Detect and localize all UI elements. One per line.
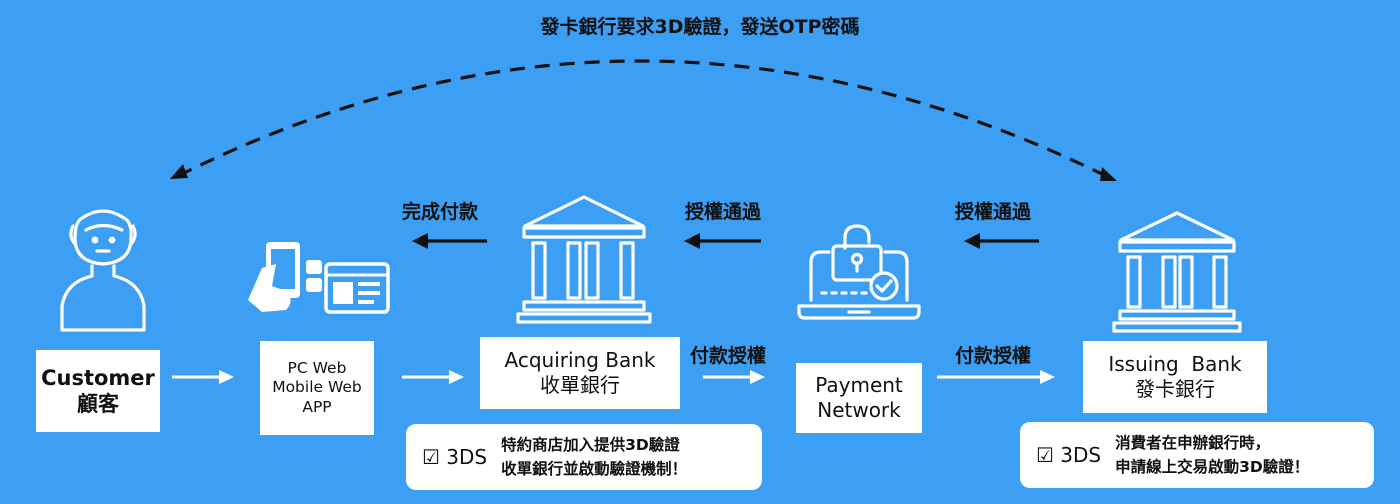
issuing-bank-label-zh: 發卡銀行 [1135, 377, 1215, 401]
secure-laptop-icon [797, 224, 921, 320]
otp-label: 發卡銀行要求3D驗證，發送OTP密碼 [540, 16, 860, 38]
issuing-3ds-note: ☑ 3DS 消費者在申辦銀行時， 申請線上交易啟動3D驗證！ [1020, 422, 1374, 488]
issuing-3ds-tag: ☑ 3DS [1036, 443, 1102, 467]
acquiring-bank-icon [516, 195, 652, 324]
issuing-bank-node: Issuing Bank 發卡銀行 [1083, 341, 1267, 413]
payment-auth-label-2: 付款授權 [955, 345, 1032, 367]
otp-dashed-arc [177, 59, 1111, 180]
arrow-auth-passed-2 [964, 233, 1039, 249]
acquiring-note-line2: 收單銀行並啟動驗證機制！ [501, 460, 688, 478]
customer-label-zh: 顧客 [77, 392, 119, 416]
auth-passed-label-1: 授權通過 [685, 201, 762, 223]
channel-app: APP [302, 397, 332, 416]
issuing-bank-icon [1112, 211, 1242, 333]
issuing-note-line2: 申請線上交易啟動3D驗證！ [1115, 458, 1310, 476]
channel-pc-web: PC Web [287, 358, 347, 377]
complete-payment-label: 完成付款 [402, 201, 479, 223]
channel-mobile-web: Mobile Web [272, 378, 362, 397]
auth-passed-label-2: 授權通過 [955, 201, 1032, 223]
acquiring-bank-label-zh: 收單銀行 [540, 373, 620, 397]
payment-network-node: Payment Network [796, 363, 922, 433]
customer-label-en: Customer [41, 365, 155, 390]
acquiring-3ds-note: ☑ 3DS 特約商店加入提供3D驗證 收單銀行並啟動驗證機制！ [406, 424, 762, 490]
customer-node: Customer 顧客 [36, 350, 160, 432]
acquiring-bank-label-en: Acquiring Bank [504, 348, 656, 372]
arrow-channel-to-acquiring [402, 370, 464, 384]
payment-network-label-2: Network [817, 398, 901, 422]
issuing-note-line1: 消費者在申辦銀行時， [1115, 433, 1271, 452]
person-icon [60, 209, 146, 332]
arrow-customer-to-channel [172, 370, 234, 384]
arrow-complete-payment [412, 233, 487, 249]
acquiring-note-line1: 特約商店加入提供3D驗證 [501, 435, 680, 454]
arrow-acquiring-to-network [703, 370, 765, 384]
device-icon [248, 242, 390, 314]
acquiring-bank-node: Acquiring Bank 收單銀行 [480, 337, 680, 409]
payment-network-label-1: Payment [815, 373, 903, 397]
arrow-network-to-issuing [937, 370, 1055, 384]
arc-arrowhead-left [170, 164, 188, 179]
arrow-auth-passed-1 [684, 233, 761, 249]
arc-arrowhead-right [1100, 167, 1117, 181]
channel-node: PC Web Mobile Web APP [260, 341, 374, 435]
issuing-bank-label-en: Issuing Bank [1108, 352, 1242, 376]
acquiring-3ds-tag: ☑ 3DS [422, 445, 488, 469]
payment-auth-label-1: 付款授權 [690, 345, 767, 367]
